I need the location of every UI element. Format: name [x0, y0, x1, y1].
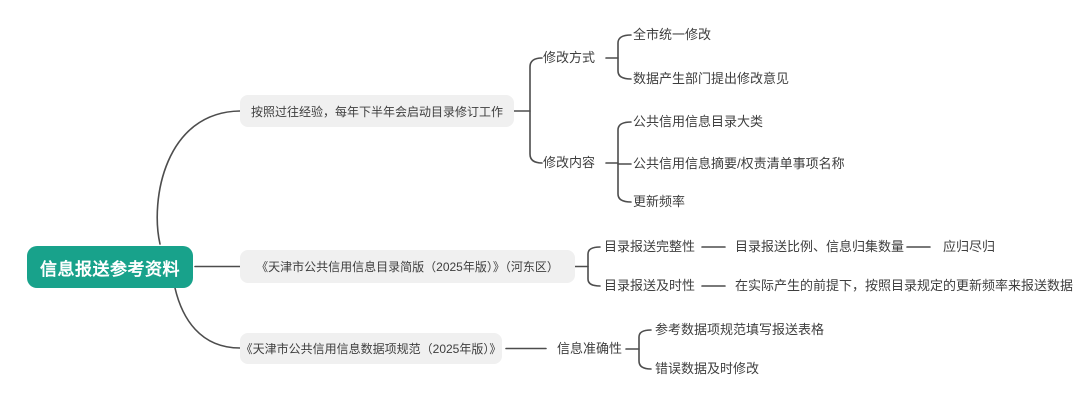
topic-node-catalog-2025[interactable]: 《天津市公共信用信息目录简版（2025年版）》（河东区） — [240, 250, 575, 283]
edge-accuracy-bracket — [638, 329, 652, 370]
subtopic-modify-content[interactable]: 修改内容 — [543, 155, 596, 170]
edge-modify-content-bracket — [617, 121, 632, 203]
subtopic-update-frequency[interactable]: 更新频率 — [633, 194, 686, 209]
edge-modify-method-bracket — [617, 34, 632, 80]
edge-root-to-branch1 — [156, 110, 241, 245]
subtopic-report-ratio-count[interactable]: 目录报送比例、信息归集数量 — [735, 239, 905, 254]
topic-node-data-spec-2025[interactable]: 《天津市公共信用信息数据项规范（2025年版）》 — [240, 333, 502, 364]
subtopic-dept-suggestions[interactable]: 数据产生部门提出修改意见 — [633, 71, 790, 86]
subtopic-catalog-categories[interactable]: 公共信用信息目录大类 — [633, 114, 764, 129]
subtopic-info-accuracy[interactable]: 信息准确性 — [557, 341, 623, 356]
subtopic-fix-wrong-data[interactable]: 错误数据及时修改 — [655, 361, 760, 376]
subtopic-report-per-frequency[interactable]: 在实际产生的前提下，按照目录规定的更新频率来报送数据 — [735, 278, 1074, 293]
topic-node-revision-schedule[interactable]: 按照过往经验，每年下半年会启动目录修订工作 — [240, 95, 514, 127]
edge-branch1-bracket — [529, 57, 543, 164]
subtopic-fill-forms-per-spec[interactable]: 参考数据项规范填写报送表格 — [655, 322, 825, 337]
subtopic-citywide-unified-modify[interactable]: 全市统一修改 — [633, 27, 712, 42]
subtopic-report-timeliness[interactable]: 目录报送及时性 — [604, 278, 696, 293]
root-topic-node[interactable]: 信息报送参考资料 — [27, 246, 193, 288]
subtopic-modify-method[interactable]: 修改方式 — [543, 50, 596, 65]
edge-root-to-branch3 — [174, 287, 241, 349]
subtopic-summary-item-names[interactable]: 公共信用信息摘要/权责清单事项名称 — [633, 156, 845, 171]
subtopic-collect-all-due[interactable]: 应归尽归 — [943, 239, 996, 254]
subtopic-report-completeness[interactable]: 目录报送完整性 — [604, 239, 696, 254]
edge-branch2-bracket — [587, 246, 601, 287]
